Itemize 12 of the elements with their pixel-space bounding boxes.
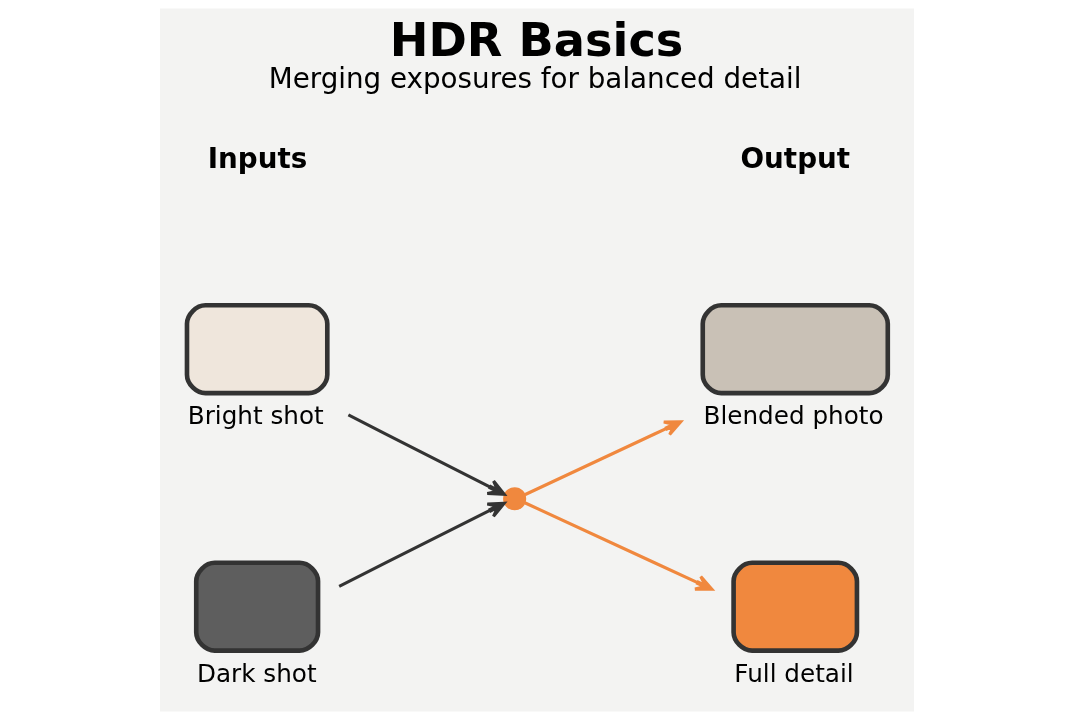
node-label: Bright shot [187, 401, 324, 431]
arrow [523, 501, 713, 591]
node-circle [502, 487, 526, 511]
label: Inputs [207, 141, 307, 175]
caption: Merging exposures for balanced detail [268, 61, 801, 95]
node-label: Full detail [733, 658, 854, 688]
label: Output [740, 141, 850, 175]
arrow [338, 501, 506, 588]
node-label: Blended photo [703, 401, 884, 431]
arrow [347, 413, 506, 496]
arrow [523, 420, 682, 497]
node-label: Dark shot [196, 658, 317, 688]
